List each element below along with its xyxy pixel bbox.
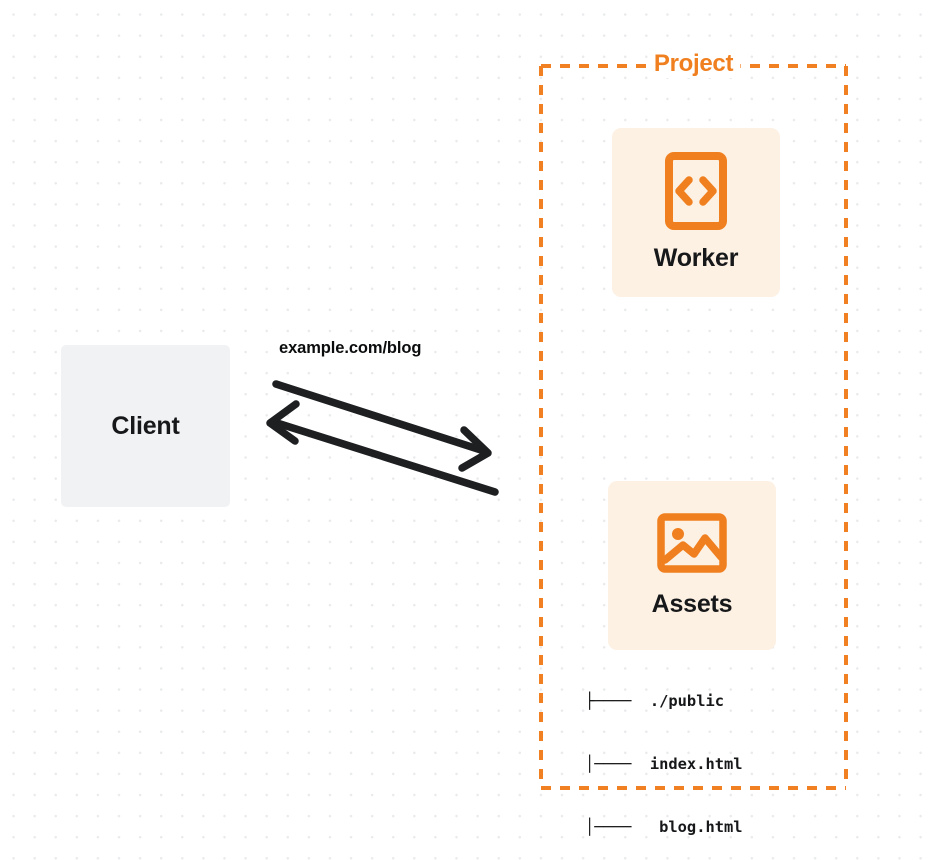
project-border-left: [539, 66, 543, 788]
file-tree-row: ├──── ./public: [585, 692, 724, 710]
response-arrow-icon: [266, 400, 499, 496]
file-tree-row: │──── index.html: [585, 755, 743, 773]
assets-node[interactable]: Assets: [608, 481, 776, 650]
project-container: Project Worker Assets ├──── ./public │──…: [539, 50, 848, 836]
image-icon: [657, 513, 727, 573]
client-node[interactable]: Client: [61, 345, 230, 507]
client-node-label: Client: [111, 411, 180, 440]
connector-url-label: example.com/blog: [279, 339, 422, 357]
request-arrow-icon: [272, 380, 492, 472]
project-border-right: [844, 66, 848, 788]
worker-node-label: Worker: [653, 244, 739, 272]
code-brackets-icon: [665, 152, 727, 230]
assets-file-tree: ├──── ./public │──── index.html │──── bl…: [585, 649, 752, 860]
file-tree-row: │──── blog.html: [585, 818, 743, 836]
worker-node[interactable]: Worker: [612, 128, 780, 297]
project-title: Project: [646, 50, 741, 78]
assets-node-label: Assets: [651, 590, 733, 618]
project-border-bottom: [541, 786, 846, 790]
